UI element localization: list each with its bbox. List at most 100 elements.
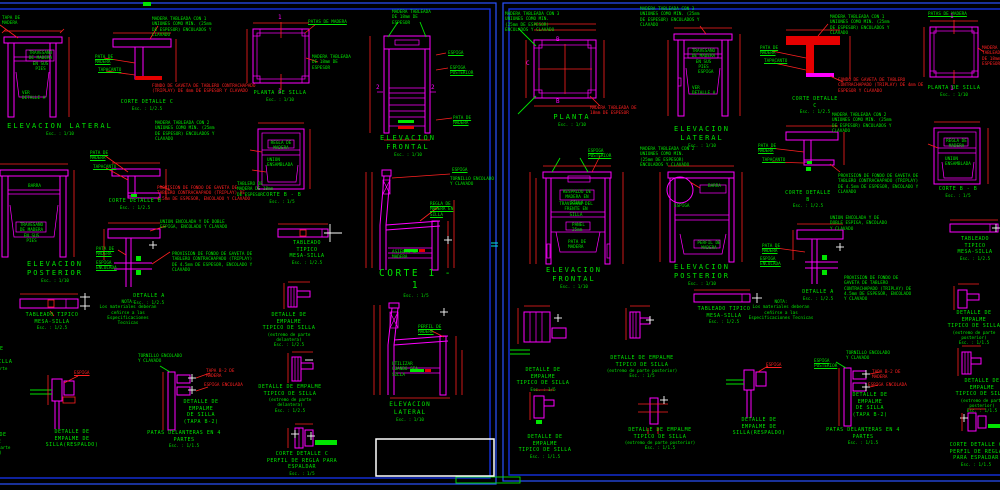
fig-empalme-r1 — [510, 305, 567, 355]
fig-mesa-elevacion-lateral — [0, 24, 70, 118]
label-tornillo: TORNILLO ENCOLADO Y CLAVADO — [138, 354, 182, 365]
sheet-frame-right — [502, 2, 1000, 482]
label-fondo-gaveta: FONDO DE GAVETA DE TABLERO CONTRACHAPADO… — [152, 84, 256, 95]
label-patas-de-madera: PATAS DE MADERA — [928, 12, 967, 17]
fig-perfil-regla-2 — [960, 408, 1000, 432]
fig-corte-detalle-c-2 — [771, 23, 851, 83]
fig-corte-detalle-c-1 — [103, 25, 177, 82]
label-espiga-encolada: ESPIGA ENCOLADA — [760, 257, 781, 268]
label-madera-tableada-18: MADERA TABLEADA DE 18mm DE ESPESOR — [590, 106, 637, 117]
fig-silla-lateral-1 — [373, 302, 463, 399]
section-mark-1: 1 — [278, 88, 282, 95]
label-madera-tableada-2-uniones: MADERA TABLEADA CON 2 UNIONES COMO MIN. … — [155, 121, 215, 143]
label-union-ensamblada: UNION ENSAMBLADA — [945, 157, 971, 168]
section-mark-1: 1 — [278, 14, 282, 21]
label-tablero-18: TABLERO DE MADERA DE 18mm DE ESPESOR — [237, 182, 274, 198]
label-regla-de-madera: REGLA DE MADERA — [270, 141, 292, 152]
label-provision-fondo-gaveta: PROVISION DE FONDO DE GAVETA DE TABLERO … — [838, 174, 919, 196]
fig-pata-delantera-2 — [835, 361, 881, 427]
fig-empalme-r2 — [625, 305, 654, 340]
label-espiga: ESPIGA — [448, 51, 464, 56]
label-pata-de-madera: PATA DE MADERA — [568, 240, 587, 251]
fig-corte-bb-2 — [927, 121, 989, 185]
label-espiga: ESPIGA — [698, 70, 714, 75]
fig-corte-detalle-b-1 — [103, 154, 171, 199]
fig-empalme-r5 — [953, 283, 980, 310]
note-materiales: NOTA:Los materiales deberan ceñirse a la… — [99, 300, 157, 327]
label-provision-fondo-gaveta: PROVISION DE FONDO DE GAVETA DE TABLERO … — [172, 252, 253, 274]
section-mark-1: 1 — [950, 13, 954, 20]
fig-empalme-r6 — [957, 345, 982, 376]
label-madera-tableada-2-uniones: MADERA TABLEADA CON 2 UNIONES COMO MIN. … — [640, 147, 695, 169]
fig-mesa-elevacion-posterior — [0, 163, 75, 258]
label-regla-madera-silla: REGLA DE MADERA EN SILLA — [430, 202, 454, 218]
fig-corte-1-1 — [365, 169, 455, 271]
section-mark-2: 2 — [431, 84, 435, 91]
label-espiga-encolada: ESPIGA ENCOLADA — [204, 383, 243, 388]
label-travesano-pies: TRAVESAÑO DE MADERA EN SUS PIES — [28, 51, 53, 73]
fig-silla-posterior — [659, 165, 743, 263]
note-materiales-2: NOTA:Los materiales deberan ceñirse a la… — [748, 300, 814, 322]
label-utilizar-silla: UTILIZAR CUANDO SEA SILLA — [392, 362, 418, 378]
label-tapa-de-madera: TAPA DE MADERA — [2, 16, 21, 27]
fig-empalme-respaldo-2 — [726, 365, 769, 418]
label-ver-detalle-a: VER DETALLE A — [692, 86, 716, 97]
fig-empalme-delantera-1 — [283, 281, 311, 309]
label-asiento: ASIENTO DE MADERA — [392, 250, 418, 261]
label-espiga: ESPIGA — [766, 363, 782, 368]
label-barra: BARRA — [708, 184, 721, 189]
fig-planta-mesa — [517, 23, 605, 115]
fig-tableado-tipico-1 — [19, 293, 90, 317]
label-espiga: ESPIGA — [74, 371, 90, 376]
label-union-doble-espiga: UNION ENCOLADA Y DE DOBLE ESPIGA, ENCOLA… — [830, 216, 887, 232]
fig-mesa-lateral-2 — [667, 25, 741, 117]
label-tornillo: TORNILLO ENCOLADO Y CLAVADO — [450, 177, 494, 188]
label-espiga-posterior: ESPIGA POSTERIOR — [450, 66, 474, 77]
section-mark-b: B — [556, 36, 560, 43]
label-perfil-de-madera: PERFIL DE MADERA — [697, 241, 721, 252]
label-pata-de-madera: PATA DE MADERA — [760, 46, 779, 57]
label-tornillo: TORNILLO ENCOLADO Y CLAVADO — [846, 351, 890, 362]
label-madera-tableada-2-uniones: MADERA TABLEADA CON 2 UNIONES COMO MIN. … — [832, 113, 892, 135]
label-panel-25: PANEL 25mm — [572, 223, 585, 234]
label-union-ensamblada: UNION ENSAMBLADA — [267, 158, 293, 169]
label-pata-de-madera: PATA DE MADERA — [96, 247, 115, 258]
section-mark-c: C — [526, 60, 530, 67]
fig-silla-frontal-2 — [529, 155, 624, 265]
section-mark-1: 1 — [950, 85, 954, 92]
label-tapacanto: TAPACANTO — [764, 59, 788, 64]
fig-perfil-regla-1 — [287, 423, 337, 449]
fig-tableado-tipico-2 — [277, 223, 342, 242]
label-espiga-encolada: ESPIGA ENCOLADA — [868, 383, 907, 388]
fig-empalme-r4 — [638, 396, 668, 434]
label-pata-de-madera: PATA DE MADERA — [758, 144, 777, 155]
label-union-doble-espiga: UNION ENCOLADA Y DE DOBLE ESPIGA, ENCOLA… — [160, 220, 228, 231]
label-espiga: ESPIGA — [452, 168, 468, 173]
